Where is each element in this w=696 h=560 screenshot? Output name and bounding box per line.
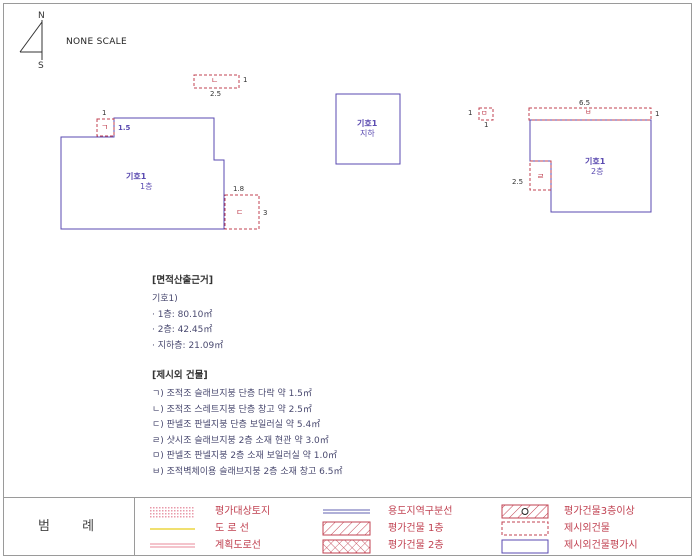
legend-title: 범 례: [38, 519, 109, 534]
legend-label-zone-line: 용도지역구분선: [388, 506, 453, 517]
excluded-line: ㅁ) 판넬조 판넬지붕 2층 소재 보일러실 약 1.0㎡: [152, 451, 338, 461]
legend-separator: [3, 497, 692, 498]
legend-label-target-land: 평가대상토지: [215, 506, 271, 517]
main-building-floor: 1층: [140, 182, 153, 191]
annex-d-width: 2.5: [512, 178, 524, 186]
annex-c-height: 3: [263, 209, 268, 217]
legend-label-road-line: 도 로 선: [215, 523, 249, 534]
second-building-floor: 2층: [591, 167, 604, 176]
legend-label-building-2f: 평가건물 2층: [388, 540, 444, 551]
annex-a-box: [96, 118, 115, 137]
north-arrow-icon: [19, 20, 43, 60]
main-building-outline: [60, 117, 225, 230]
compass-north-label: N: [38, 11, 45, 21]
main-building-name: 기호1: [126, 172, 147, 181]
area-notes: [면적산출근거] 기호1) · 1층: 80.10㎡ · 2층: 42.45㎡ …: [152, 272, 342, 479]
legend-label-excluded-building: 제시외건물: [564, 523, 610, 534]
legend-label-planned-road: 계획도로선: [215, 540, 261, 551]
excluded-line: ㄹ) 샷시조 슬래브지붕 2층 소재 현관 약 3.0㎡: [152, 435, 329, 446]
excluded-title: [제시외 건물]: [152, 370, 208, 381]
area-line: · 2층: 42.45㎡: [152, 325, 213, 335]
basement-building-name: 기호1: [357, 119, 378, 128]
area-subject: 기호1): [152, 294, 178, 304]
annex-f-height: 1: [655, 110, 660, 118]
annex-e-mark: ㅁ: [481, 109, 488, 117]
second-floor-building-outline: [529, 119, 652, 213]
excluded-line: ㄱ) 조적조 슬래브지붕 단층 다락 약 1.5㎡: [152, 389, 312, 399]
annex-b-box: [193, 74, 240, 89]
area-line: · 1층: 80.10㎡: [152, 309, 213, 320]
legend-label-building-1f: 평가건물 1층: [388, 523, 444, 534]
legend-symbol-building-3f: [501, 504, 549, 519]
excluded-line: ㄷ) 판넬조 판넬지붕 단층 보일러실 약 5.4㎡: [152, 420, 321, 430]
annex-b-width: 2.5: [210, 90, 222, 98]
scale-label: NONE SCALE: [66, 37, 127, 47]
annex-a-height: 1.5: [118, 124, 131, 132]
excluded-line: ㅂ) 조적벽체이용 슬래브지붕 2층 소재 창고 6.5㎡: [152, 466, 343, 477]
annex-d-mark: ㄹ: [537, 172, 545, 181]
annex-c-width: 1.8: [233, 185, 245, 193]
legend-symbol-zone-line: [323, 509, 370, 514]
legend-symbol-target-land: [150, 506, 195, 518]
legend-symbol-planned-road: [150, 543, 195, 548]
annex-b-height: 1: [243, 76, 248, 84]
annex-e-height: 1: [484, 121, 489, 129]
area-title: [면적산출근거]: [152, 275, 214, 286]
basement-building-floor: 지하: [360, 129, 375, 138]
annex-f-box: [528, 107, 652, 121]
basement-building-outline: [335, 93, 401, 165]
excluded-line: ㄴ) 조적조 스레트지붕 단층 창고 약 2.5㎡: [152, 404, 312, 415]
legend-divider: [134, 498, 135, 556]
annex-c-mark: ㄷ: [236, 208, 244, 217]
annex-e-width: 1: [468, 109, 473, 117]
legend-symbol-excluded-eval: [501, 539, 549, 554]
annex-f-width: 6.5: [579, 99, 591, 107]
annex-e-box: [478, 107, 494, 121]
drawing-frame: [3, 3, 692, 556]
annex-f-mark: ㅂ: [585, 108, 592, 116]
annex-d-box: [529, 160, 552, 191]
second-building-name: 기호1: [585, 157, 606, 166]
annex-a-width: 1: [102, 109, 107, 117]
area-line: · 지하층: 21.09㎡: [152, 340, 224, 351]
legend-label-excluded-eval: 제시외건물평가시: [564, 540, 638, 551]
legend-symbol-building-1f: [322, 521, 371, 536]
legend-label-building-3f: 평가건물3층이상: [564, 506, 635, 517]
legend-symbol-building-2f: [322, 539, 371, 554]
annex-b-mark: ㄴ: [211, 76, 219, 85]
compass-south-label: S: [38, 61, 44, 71]
annex-c-box: [224, 194, 260, 230]
annex-a-mark: ㄱ: [101, 123, 109, 132]
legend-symbol-excluded-building: [501, 521, 549, 536]
